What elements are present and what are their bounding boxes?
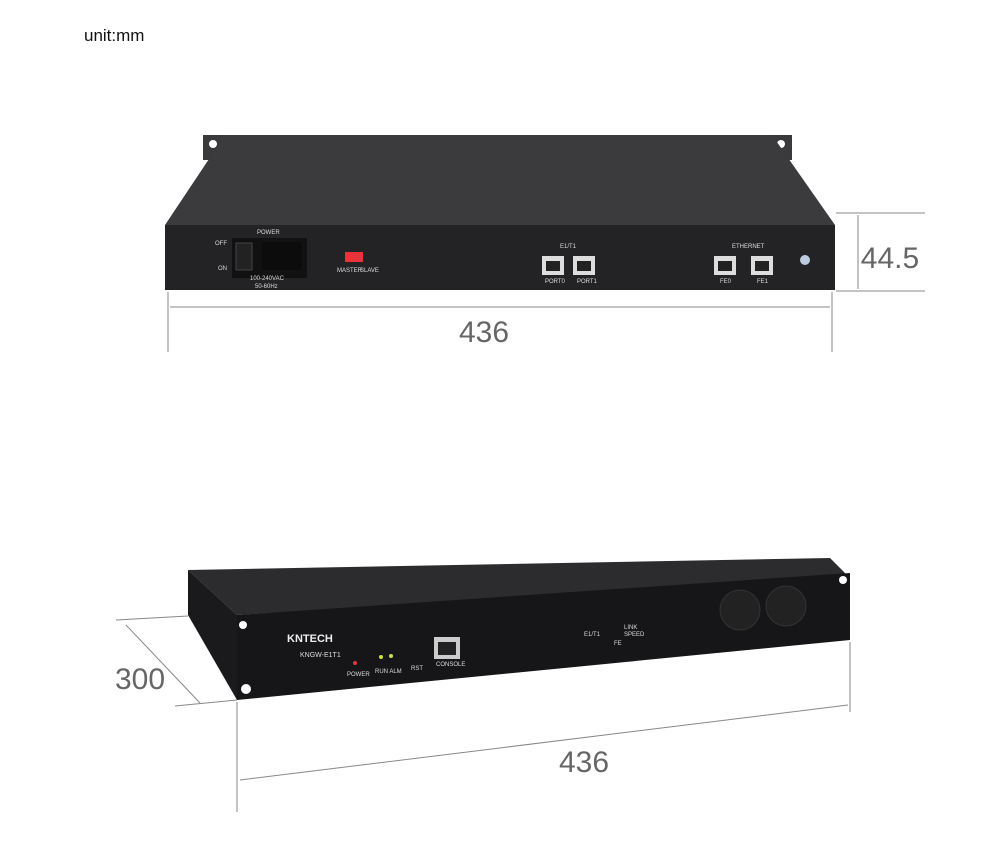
rst-label: RST [411, 666, 423, 672]
master-label: MASTER [337, 268, 363, 274]
front-e1t1-label: E1/T1 [584, 632, 601, 638]
front-width-dimension: 436 [559, 746, 609, 779]
unit-label: unit:mm [84, 26, 145, 45]
run-alm-label: RUN ALM [375, 669, 402, 675]
height-dimension: 44.5 [861, 242, 919, 275]
fe1-label: FE1 [757, 279, 769, 285]
model-label: KNGW-E1T1 [300, 652, 341, 659]
on-label: ON [218, 266, 227, 272]
rear-dimension-lines [167, 212, 925, 352]
front-view-device: KNTECH KNGW-E1T1 POWER RUN ALM RST CONSO… [188, 558, 850, 700]
fe0-label: FE0 [720, 279, 732, 285]
depth-dimension: 300 [115, 663, 165, 696]
port0-label: PORT0 [545, 279, 566, 285]
e1t1-label: E1/T1 [560, 244, 577, 250]
fe-label: FE [614, 641, 622, 647]
power-led-label: POWER [347, 672, 370, 678]
console-label: CONSOLE [436, 662, 465, 668]
off-label: OFF [215, 241, 227, 247]
slave-label: SLAVE [360, 268, 379, 274]
link-label: LINK [624, 625, 637, 631]
master-slave-switch [345, 252, 363, 262]
port1-label: PORT1 [577, 279, 598, 285]
rear-width-dimension: 436 [459, 316, 509, 349]
front-dimension-lines [115, 615, 851, 812]
freq-label: 50-60Hz [255, 284, 278, 290]
rear-view-device: POWER OFF ON 100-240VAC 50-60Hz MASTER S… [165, 135, 835, 290]
ethernet-label: ETHERNET [732, 244, 765, 250]
power-label: POWER [257, 230, 280, 236]
brand-logo: KNTECH [287, 633, 333, 645]
voltage-label: 100-240VAC [250, 276, 285, 282]
speed-label: SPEED [624, 632, 645, 638]
